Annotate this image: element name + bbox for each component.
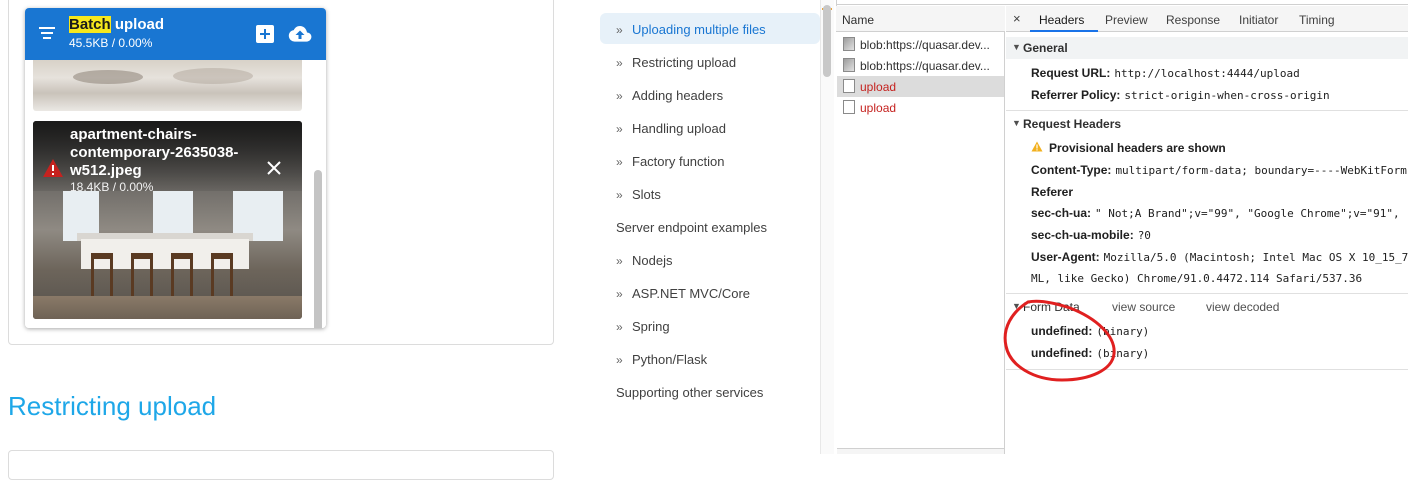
nav-item-handling-upload[interactable]: »Handling upload — [616, 121, 726, 136]
network-list-footer — [837, 448, 1004, 454]
file-thumbnail — [33, 60, 302, 111]
referer-row: Referer — [1031, 185, 1074, 199]
nav-item-aspnet[interactable]: »ASP.NET MVC/Core — [616, 286, 751, 301]
menu-icon — [39, 27, 55, 39]
batch-uploader: Batch upload 45.5KB / 0.00% — [25, 8, 326, 328]
tab-response[interactable]: Response — [1166, 13, 1221, 27]
uploader-scrollbar[interactable] — [314, 170, 322, 328]
nav-item-uploading-multiple-files[interactable]: »Uploading multiple files — [616, 22, 766, 37]
warning-icon — [43, 159, 63, 177]
request-url-row: Request URL:http://localhost:4444/upload — [1031, 66, 1300, 80]
nav-scrollbar-thumb[interactable] — [823, 5, 831, 77]
form-data-row: undefined:(binary) — [1031, 346, 1150, 360]
close-icon[interactable] — [266, 160, 282, 176]
nav-item-python-flask[interactable]: »Python/Flask — [616, 352, 708, 367]
warning-icon — [1031, 141, 1043, 152]
document-file-icon — [843, 100, 855, 114]
view-source-link[interactable]: view source — [1112, 300, 1176, 314]
expand-triangle-icon: ▼ — [1012, 301, 1021, 311]
request-name: blob:https://quasar.dev... — [860, 59, 990, 73]
sec-ch-ua-row: sec-ch-ua:" Not;A Brand";v="99", "Google… — [1031, 206, 1400, 220]
uploader-file-list: apartment-chairs- contemporary-2635038- … — [25, 60, 326, 328]
active-tab-indicator — [1030, 30, 1098, 32]
tab-timing[interactable]: Timing — [1299, 13, 1335, 27]
request-headers-section-header[interactable]: ▼ Request Headers — [1012, 117, 1122, 131]
uploader-progress: 45.5KB / 0.00% — [69, 36, 153, 50]
form-data-row: undefined:(binary) — [1031, 324, 1150, 338]
section-divider — [1006, 293, 1408, 294]
uploader-title-rest: upload — [110, 16, 165, 33]
provisional-headers-notice: Provisional headers are shown — [1049, 141, 1226, 155]
network-row[interactable]: blob:https://quasar.dev... — [837, 55, 1004, 76]
network-row[interactable]: blob:https://quasar.dev... — [837, 34, 1004, 55]
details-tab-bar — [1006, 6, 1408, 32]
nav-item-restricting-upload[interactable]: »Restricting upload — [616, 55, 737, 70]
expand-triangle-icon: ▼ — [1012, 118, 1021, 128]
nav-item-factory-function[interactable]: »Factory function — [616, 154, 725, 169]
section-heading: Restricting upload — [8, 391, 217, 421]
nav-item-adding-headers[interactable]: »Adding headers — [616, 88, 724, 103]
nav-scrollbar-track[interactable] — [820, 0, 834, 454]
example-card — [8, 450, 554, 480]
user-agent-continuation: ML, like Gecko) Chrome/91.0.4472.114 Saf… — [1031, 272, 1363, 285]
file-thumbnail — [33, 121, 302, 319]
close-details-icon[interactable]: × — [1013, 11, 1021, 26]
nav-item-server-endpoint-examples[interactable]: Server endpoint examples — [616, 220, 768, 235]
network-list-header[interactable] — [836, 6, 1005, 32]
section-divider — [1006, 369, 1408, 370]
cloud-upload-icon[interactable] — [288, 24, 312, 44]
add-box-icon[interactable] — [256, 25, 274, 43]
file-name-line: apartment-chairs- — [70, 126, 197, 143]
section-divider — [1006, 110, 1408, 111]
general-section-header[interactable]: ▼ General — [1006, 37, 1408, 59]
document-file-icon — [843, 79, 855, 93]
network-row[interactable]: upload — [837, 97, 1004, 118]
request-name: upload — [860, 101, 897, 115]
request-name: upload — [860, 80, 897, 94]
file-size: 18.4KB / 0.00% — [70, 180, 154, 194]
devtools-toolbar-edge — [836, 0, 1408, 5]
uploader-title: Batch upload — [69, 16, 164, 33]
content-type-row: Content-Type:multipart/form-data; bounda… — [1031, 163, 1407, 177]
request-name: blob:https://quasar.dev... — [860, 38, 990, 52]
file-name-line: contemporary-2635038- — [70, 144, 239, 161]
image-file-icon — [843, 58, 855, 72]
nav-item-slots[interactable]: »Slots — [616, 187, 661, 202]
file-name: apartment-chairs- contemporary-2635038- … — [70, 126, 260, 180]
uploader-header: Batch upload 45.5KB / 0.00% — [25, 8, 326, 60]
uploader-title-highlight: Batch — [69, 16, 111, 33]
view-decoded-link[interactable]: view decoded — [1206, 300, 1280, 314]
user-agent-row: User-Agent:Mozilla/5.0 (Macintosh; Intel… — [1031, 250, 1408, 264]
nav-active-background — [600, 13, 820, 44]
network-row-selected[interactable]: upload — [837, 76, 1004, 97]
tab-headers[interactable]: Headers — [1039, 13, 1085, 27]
file-name-line: w512.jpeg — [70, 162, 142, 179]
tab-preview[interactable]: Preview — [1105, 13, 1148, 27]
name-column-header[interactable]: Name — [842, 13, 875, 27]
sec-ch-ua-mobile-row: sec-ch-ua-mobile:?0 — [1031, 228, 1151, 242]
image-file-icon — [843, 37, 855, 51]
nav-item-supporting-other-services[interactable]: Supporting other services — [616, 385, 764, 400]
nav-item-spring[interactable]: »Spring — [616, 319, 670, 334]
expand-triangle-icon: ▼ — [1012, 42, 1021, 52]
referrer-policy-row: Referrer Policy:strict-origin-when-cross… — [1031, 88, 1330, 102]
tab-initiator[interactable]: Initiator — [1239, 13, 1279, 27]
nav-item-nodejs[interactable]: »Nodejs — [616, 253, 673, 268]
